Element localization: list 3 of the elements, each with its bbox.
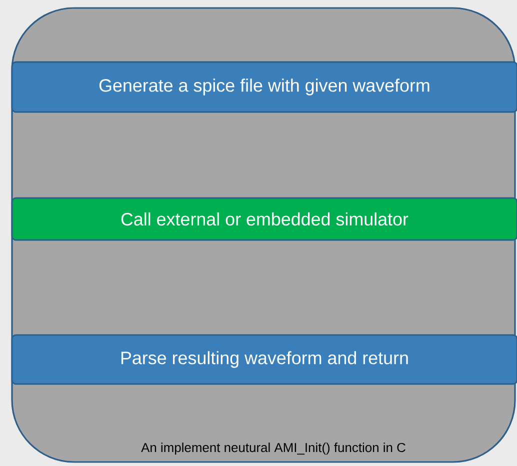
step-band: Parse resulting waveform and return xyxy=(11,334,517,385)
step-band: Call external or embedded simulator xyxy=(11,197,517,241)
step-band: Generate a spice file with given waveform xyxy=(11,61,517,113)
